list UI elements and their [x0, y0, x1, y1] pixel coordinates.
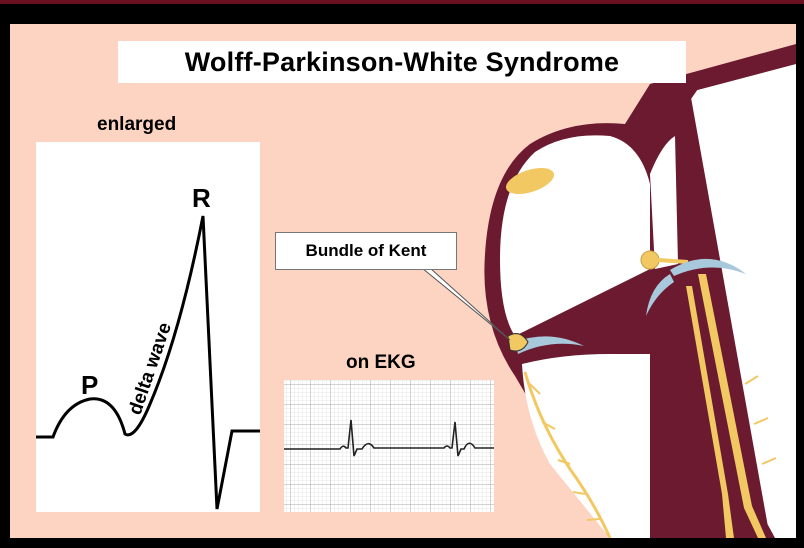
page-title: Wolff-Parkinson-White Syndrome	[184, 47, 620, 77]
diagram-canvas: P R delta wave	[36, 44, 796, 538]
title-box: Wolff-Parkinson-White Syndrome	[118, 41, 686, 83]
purkinje-fiber-left	[523, 371, 612, 538]
purkinje-branches-right	[744, 375, 777, 465]
his-bundle	[657, 258, 689, 264]
kent-leaflet	[515, 336, 584, 354]
top-border	[0, 0, 804, 4]
atrial-septum-top	[620, 86, 700, 144]
enlarged-wpw-waveform	[36, 215, 260, 510]
bundle-of-kent-label: Bundle of Kent	[305, 241, 427, 260]
ekg-label: on EKG	[346, 352, 416, 373]
upper-chamber-gap	[650, 136, 678, 269]
enlarged-waveform-panel	[36, 142, 260, 512]
bundle-of-kent	[507, 333, 529, 352]
enlarged-label: enlarged	[97, 114, 177, 135]
diagram-panel: P R delta wave	[10, 24, 796, 538]
purkinje-branches-left	[529, 383, 601, 521]
ekg-grid	[284, 380, 494, 512]
left-ventricle-chamber	[522, 354, 650, 538]
right-chamber	[690, 64, 796, 538]
bundle-branch	[698, 274, 766, 538]
bundle-branch-left	[686, 286, 734, 538]
av-node	[640, 250, 660, 270]
p-wave-label: P	[81, 370, 98, 400]
callout-box: Bundle of Kent	[275, 232, 457, 270]
valve-leaflet-left	[646, 274, 674, 316]
sa-node	[505, 167, 555, 195]
r-wave-label: R	[192, 183, 211, 213]
ekg-trace	[284, 419, 494, 457]
valve-leaflet-right	[670, 258, 746, 276]
